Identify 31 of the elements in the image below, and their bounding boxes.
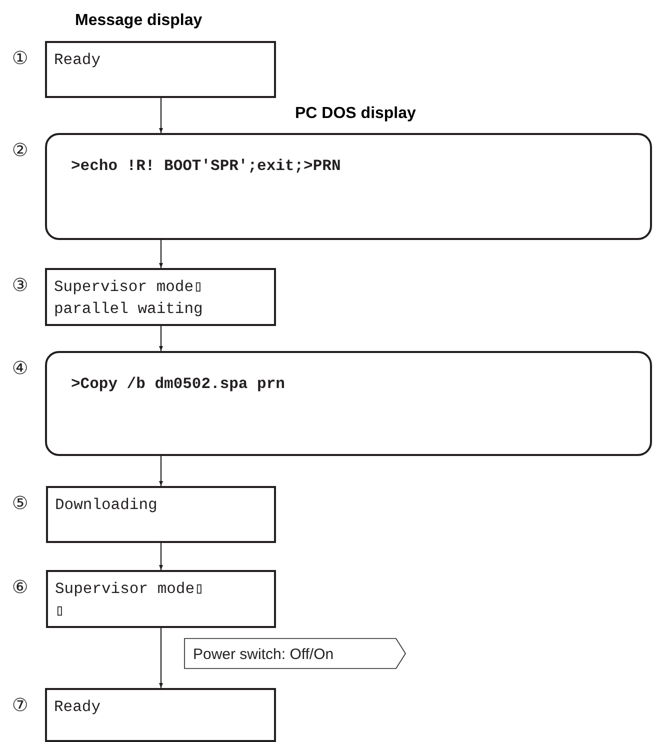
- message-display-box: [45, 268, 276, 326]
- message-display-box: [46, 570, 276, 628]
- step-number: ④: [12, 359, 28, 379]
- column-heading: PC DOS display: [295, 105, 416, 123]
- display-text: Ready: [54, 697, 102, 718]
- display-text: Downloading: [55, 495, 158, 516]
- dos-command-box: [45, 133, 652, 240]
- display-text: Supervisor mode▯ parallel waiting: [54, 277, 204, 320]
- arrow: [159, 543, 163, 570]
- message-display-box: [45, 41, 276, 98]
- arrow: [159, 456, 163, 486]
- action-tag: [184, 638, 406, 669]
- arrow: [159, 326, 163, 351]
- step-number: ①: [12, 49, 28, 69]
- arrow: [159, 628, 163, 688]
- arrow: [159, 240, 163, 268]
- arrow: [159, 98, 163, 133]
- message-display-box: [46, 486, 276, 543]
- display-text: Supervisor mode▯ ▯: [55, 579, 205, 622]
- column-heading: Message display: [75, 12, 202, 30]
- step-number: ⑦: [12, 696, 28, 716]
- command-text: >Copy /b dm0502.spa prn: [71, 374, 285, 395]
- step-number: ③: [12, 276, 28, 296]
- command-text: >echo !R! BOOT'SPR';exit;>PRN: [71, 156, 341, 177]
- step-number: ②: [12, 141, 28, 161]
- message-display-box: [45, 688, 276, 742]
- display-text: Ready: [54, 50, 102, 71]
- display-text: Power switch: Off/On: [193, 645, 334, 665]
- dos-command-box: [45, 351, 652, 456]
- step-number: ⑤: [12, 494, 28, 514]
- step-number: ⑥: [12, 578, 28, 598]
